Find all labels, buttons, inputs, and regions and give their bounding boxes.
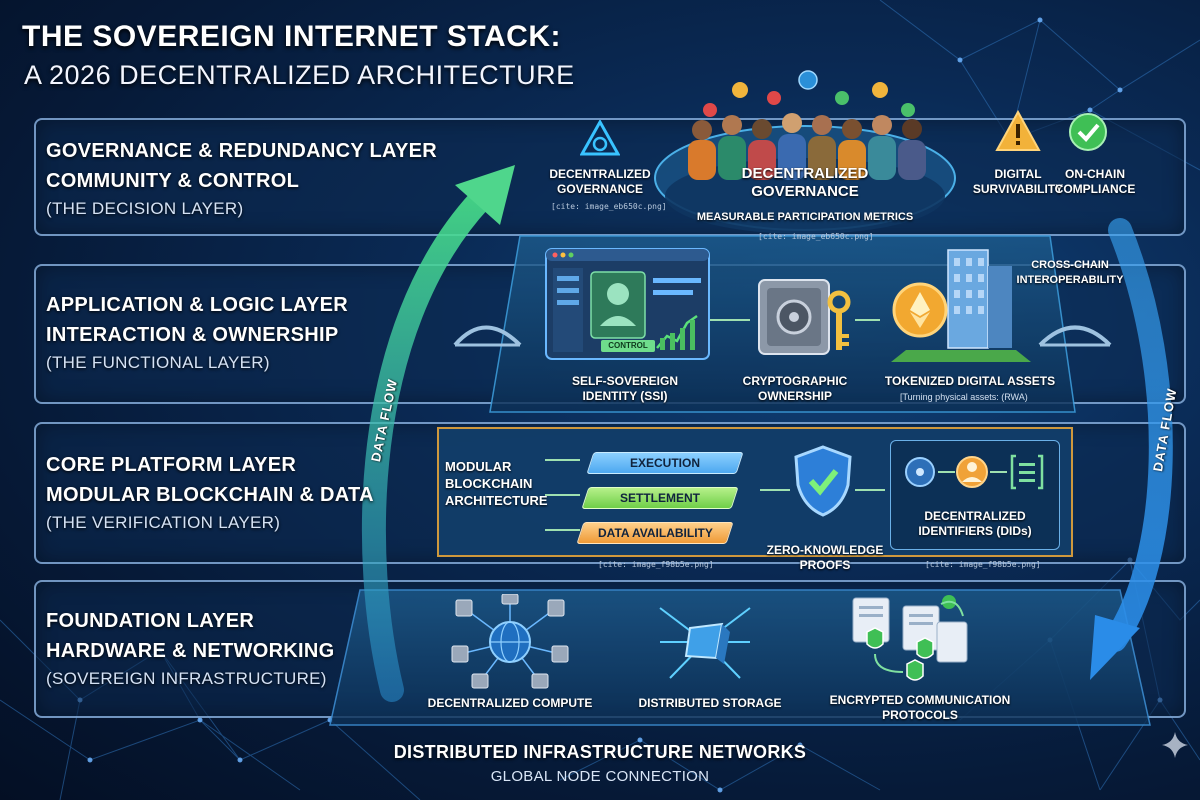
- vault-key-icon: [758, 279, 851, 355]
- label-line: ARCHITECTURE: [445, 493, 548, 508]
- label-line: PROOFS: [799, 558, 851, 572]
- label-line: CRYPTOGRAPHIC: [742, 374, 848, 388]
- application-layer-label: APPLICATION & LOGIC LAYER INTERACTION & …: [46, 290, 348, 376]
- label-line: DECENTRALIZED: [549, 167, 651, 181]
- label-line: SELF-SOVEREIGN: [571, 374, 678, 388]
- core-right-cite: [cite: image_f98b5e.png]: [925, 560, 1041, 569]
- layer-name: CORE PLATFORM LAYER: [46, 454, 297, 476]
- modular-blockchain-label: MODULAR BLOCKCHAIN ARCHITECTURE: [445, 458, 548, 509]
- ssi-dashboard-window-icon: [545, 248, 710, 360]
- layer-theme: HARDWARE & NETWORKING: [46, 640, 335, 662]
- governance-left-label: DECENTRALIZED GOVERNANCE: [540, 167, 660, 197]
- layer-role: (THE DECISION LAYER): [46, 199, 244, 218]
- chip-label: DATA AVAILABILITY: [597, 526, 713, 540]
- settlement-layer-chip: SETTLEMENT: [581, 487, 739, 509]
- data-availability-layer-chip: DATA AVAILABILITY: [576, 522, 734, 544]
- self-sovereign-identity-label: SELF-SOVEREIGN IDENTITY (SSI): [565, 374, 685, 404]
- warning-triangle-icon: [995, 110, 1041, 151]
- layer-role: (THE FUNCTIONAL LAYER): [46, 353, 270, 372]
- label-line: IDENTITY (SSI): [582, 389, 668, 403]
- page-subtitle: A 2026 DECENTRALIZED ARCHITECTURE: [24, 60, 575, 90]
- control-tag: CONTROL: [601, 340, 655, 352]
- label-line: PROTOCOLS: [882, 708, 958, 722]
- layer-theme: COMMUNITY & CONTROL: [46, 170, 300, 192]
- label-line: GOVERNANCE: [751, 183, 859, 200]
- label-line: ENCRYPTED COMMUNICATION: [829, 693, 1011, 707]
- sparkle-icon: [1162, 732, 1188, 758]
- governance-layer-panel: [34, 118, 1186, 236]
- label-line: GOVERNANCE: [556, 182, 643, 196]
- page-title: THE SOVEREIGN INTERNET STACK:: [22, 20, 561, 53]
- label-line: MODULAR: [445, 459, 512, 474]
- encrypted-communication-icon: [852, 595, 968, 681]
- tokenized-digital-assets-label: TOKENIZED DIGITAL ASSETS: [884, 374, 1056, 388]
- governance-layer-label: GOVERNANCE & REDUNDANCY LAYER COMMUNITY …: [46, 136, 437, 222]
- core-platform-layer-label: CORE PLATFORM LAYER MODULAR BLOCKCHAIN &…: [46, 450, 374, 536]
- chip-label: EXECUTION: [629, 456, 700, 470]
- check-circle-icon: [1069, 113, 1107, 151]
- governance-center-label: DECENTRALIZED GOVERNANCE: [730, 165, 880, 201]
- layer-theme: MODULAR BLOCKCHAIN & DATA: [46, 484, 374, 506]
- layer-role: (SOVEREIGN INFRASTRUCTURE): [46, 669, 327, 688]
- decentralized-identifiers-label: DECENTRALIZED IDENTIFIERS (DIDs): [900, 509, 1050, 539]
- label-line: DECENTRALIZED: [924, 509, 1026, 523]
- governance-left-cite: [cite: image_eb650c.png]: [551, 202, 667, 211]
- label-line: DIGITAL: [994, 167, 1042, 181]
- tokenized-assets-note: [Turning physical assets: (RWA): [900, 392, 1028, 402]
- chip-label: SETTLEMENT: [620, 491, 700, 505]
- layer-role: (THE VERIFICATION LAYER): [46, 513, 281, 532]
- layer-name: FOUNDATION LAYER: [46, 610, 255, 632]
- digital-survivability-label: DIGITAL SURVIVABILITY: [968, 167, 1068, 197]
- label-line: CROSS-CHAIN: [1031, 259, 1109, 271]
- footer-subtitle: GLOBAL NODE CONNECTION: [490, 768, 710, 785]
- encrypted-communication-label: ENCRYPTED COMMUNICATION PROTOCOLS: [820, 693, 1020, 723]
- layer-name: APPLICATION & LOGIC LAYER: [46, 294, 348, 316]
- decentralized-compute-globe-icon: [451, 594, 569, 689]
- label-line: DECENTRALIZED: [741, 165, 869, 182]
- core-left-cite: [cite: image_f98b5e.png]: [598, 560, 714, 569]
- label-line: COMPLIANCE: [1054, 182, 1136, 196]
- label-line: BLOCKCHAIN: [445, 476, 533, 491]
- on-chain-compliance-label: ON-CHAIN COMPLIANCE: [1050, 167, 1140, 197]
- participation-metrics-cite: [cite: image_eb650c.png]: [758, 232, 874, 241]
- label-line: ZERO-KNOWLEDGE: [766, 543, 884, 557]
- cross-chain-interoperability-label: CROSS-CHAIN INTEROPERABILITY: [1005, 258, 1135, 288]
- layer-name: GOVERNANCE & REDUNDANCY LAYER: [46, 140, 437, 162]
- label-line: SURVIVABILITY: [972, 182, 1064, 196]
- foundation-layer-label: FOUNDATION LAYER HARDWARE & NETWORKING (…: [46, 606, 335, 692]
- tokenized-asset-building-icon: [891, 249, 1031, 362]
- zero-knowledge-proofs-label: ZERO-KNOWLEDGE PROOFS: [760, 543, 890, 573]
- layer-theme: INTERACTION & OWNERSHIP: [46, 324, 339, 346]
- community-crowd-icon: [688, 70, 926, 180]
- governance-warning-gear-icon: [580, 120, 620, 156]
- label-line: INTEROPERABILITY: [1016, 274, 1124, 286]
- execution-layer-chip: EXECUTION: [586, 452, 744, 474]
- shield-check-icon: [794, 445, 852, 517]
- decentralized-compute-label: DECENTRALIZED COMPUTE: [427, 696, 593, 710]
- decentralized-identifier-icons: [905, 454, 1044, 490]
- label-line: ON-CHAIN: [1065, 167, 1125, 181]
- label-line: OWNERSHIP: [757, 389, 832, 403]
- distributed-storage-label: DISTRIBUTED STORAGE: [638, 696, 782, 710]
- footer-title: DISTRIBUTED INFRASTRUCTURE NETWORKS: [393, 742, 807, 762]
- label-line: IDENTIFIERS (DIDs): [918, 524, 1032, 538]
- distributed-storage-icon: [659, 607, 751, 679]
- participation-metrics-label: MEASURABLE PARTICIPATION METRICS: [696, 211, 914, 223]
- cryptographic-ownership-label: CRYPTOGRAPHIC OWNERSHIP: [735, 374, 855, 404]
